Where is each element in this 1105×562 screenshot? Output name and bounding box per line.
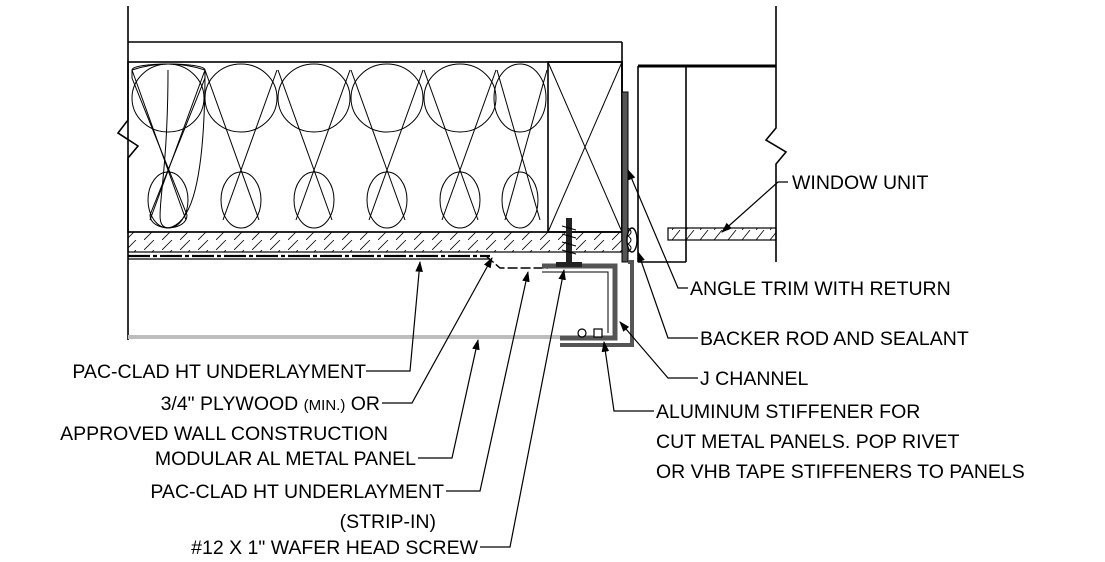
sealant: [627, 227, 632, 253]
wall-assembly: [116, 6, 623, 340]
label-stiffener-line1: ALUMINUM STIFFENER FOR: [656, 401, 920, 423]
plywood-sheathing: [127, 231, 623, 253]
label-plywood-or: OR: [345, 393, 380, 415]
strip-in-underlayment: [485, 255, 548, 269]
window-unit: [637, 6, 788, 263]
label-underlayment-strip: PAC-CLAD HT UNDERLAYMENT: [150, 481, 444, 503]
label-stiffener-line3: OR VHB TAPE STIFFENERS TO PANELS: [656, 461, 1025, 483]
rivet-head: [593, 328, 603, 338]
window-sill: [667, 227, 777, 241]
batt-insulation: [131, 63, 548, 229]
label-window-unit: WINDOW UNIT: [792, 172, 929, 194]
label-screw: #12 X 1" WAFER HEAD SCREW: [191, 537, 478, 559]
label-plywood-min: (MIN.): [304, 397, 346, 414]
label-stiffener-line2: CUT METAL PANELS. POP RIVET: [656, 431, 960, 453]
leader-lines: [366, 169, 788, 548]
label-metal-panel: MODULAR AL METAL PANEL: [155, 448, 416, 470]
label-plywood: 3/4" PLYWOOD (MIN.) OR: [161, 393, 380, 415]
aluminum-stiffener: [560, 260, 634, 347]
wood-stud: [547, 61, 623, 233]
label-strip-in: (STRIP-IN): [340, 511, 436, 533]
label-angle-trim: ANGLE TRIM WITH RETURN: [690, 278, 951, 300]
j-channel-inner: [542, 271, 609, 333]
trim-assembly: [542, 91, 638, 347]
right-break-line: [764, 6, 788, 262]
pop-rivet: [577, 328, 587, 338]
label-backer-rod: BACKER ROD AND SEALANT: [700, 328, 969, 350]
backer-rod: [626, 227, 638, 253]
wafer-head-screw: [556, 218, 582, 267]
label-j-channel: J CHANNEL: [700, 368, 809, 390]
label-approved-wall: APPROVED WALL CONSTRUCTION: [60, 423, 388, 445]
label-plywood-main: 3/4" PLYWOOD: [161, 393, 304, 415]
label-underlayment: PAC-CLAD HT UNDERLAYMENT: [72, 361, 366, 383]
